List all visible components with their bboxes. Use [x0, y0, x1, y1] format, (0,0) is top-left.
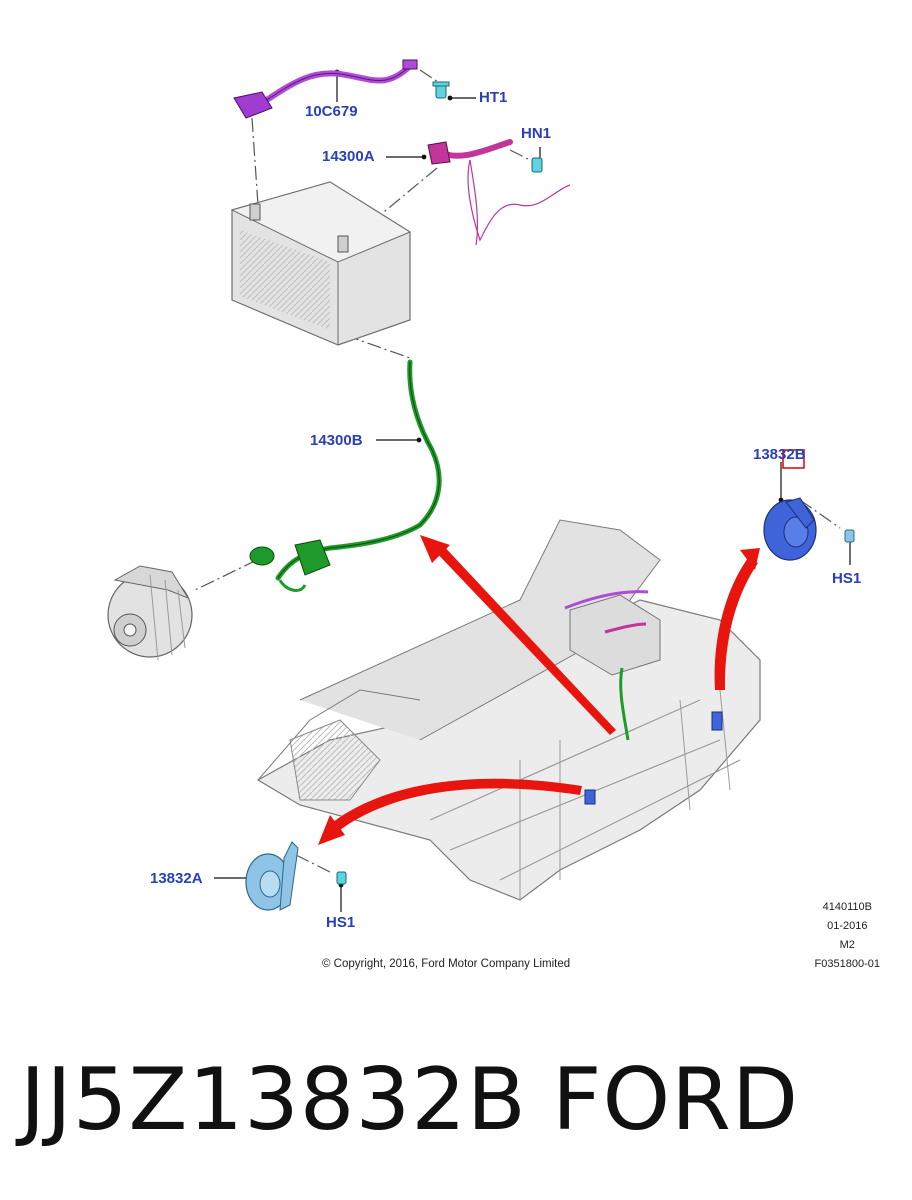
ground-harness-14300b: [249, 359, 442, 592]
terminal-bolt-ht1: [432, 81, 450, 99]
exploded-view-drawing: [107, 59, 855, 912]
horn-bolt-left: [336, 871, 347, 885]
callout-hs1-right: HS1: [832, 570, 862, 587]
pointer-arrows: [318, 535, 760, 845]
callout-10c679: 10C679: [305, 103, 358, 120]
callout-13832b: 13832B: [753, 446, 806, 463]
highlight-box: [782, 449, 805, 469]
horn-13832a: [245, 841, 299, 911]
callout-hs1-left: HS1: [326, 914, 356, 931]
battery-cable-10c679: [233, 59, 418, 119]
alternator: [107, 565, 193, 661]
assembly-guide-lines: [194, 69, 841, 873]
battery-cable-14300a: [427, 139, 571, 246]
stamp-line-4: F0351800-01: [814, 958, 880, 970]
copyright-notice: © Copyright, 2016, Ford Motor Company Li…: [322, 958, 571, 970]
drawing-stamp: 4140110B 01-2016 M2 F0351800-01: [815, 898, 880, 974]
brand-name: FORD: [552, 1050, 800, 1150]
horn-bolt-right: [844, 529, 855, 543]
stamp-line-2: 01-2016: [827, 920, 868, 932]
product-caption: JJ5Z13832B FORD: [0, 1040, 912, 1180]
terminal-bolt-hn1: [531, 157, 543, 173]
callout-ht1: HT1: [479, 89, 508, 106]
callout-hn1: HN1: [521, 125, 552, 142]
callout-13832a: 13832A: [150, 870, 203, 887]
battery: [230, 181, 412, 346]
stamp-line-1: 4140110B: [822, 901, 872, 913]
parts-diagram: 10C679 HT1 14300A HN1 14300B 13832B HS1 …: [107, 59, 880, 974]
horn-13832b: [763, 497, 817, 561]
callout-14300a: 14300A: [322, 148, 375, 165]
part-number: JJ5Z13832B: [20, 1050, 527, 1150]
stamp-line-3: M2: [839, 939, 855, 951]
callout-14300b: 14300B: [310, 432, 363, 449]
vehicle-front-frame: [256, 519, 761, 901]
